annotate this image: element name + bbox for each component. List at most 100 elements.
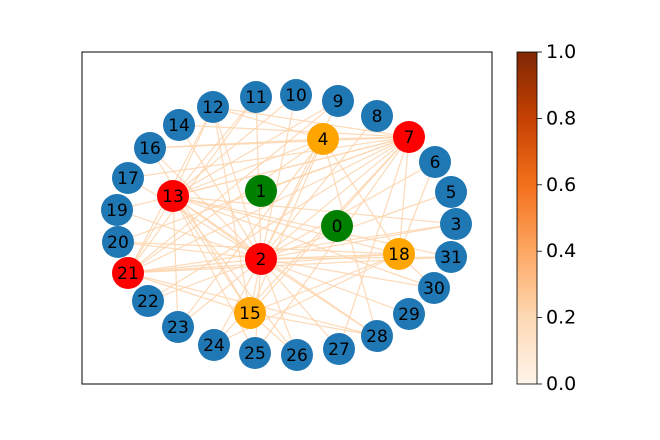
node-3: 3: [440, 208, 472, 240]
node-23: 23: [162, 311, 194, 343]
node-label: 6: [430, 153, 441, 173]
edge-2-30: [260, 258, 435, 289]
node-14: 14: [163, 109, 195, 141]
node-label: 25: [244, 344, 266, 364]
node-circle: [102, 226, 134, 258]
node-label: 24: [203, 336, 225, 356]
colorbar-gradient: [516, 51, 538, 385]
edge-2-27: [260, 258, 340, 350]
node-label: 27: [328, 340, 350, 360]
node-label: 20: [107, 233, 129, 253]
node-2: 2: [245, 243, 277, 275]
node-circle: [197, 91, 229, 123]
node-25: 25: [239, 337, 271, 369]
node-label: 21: [117, 264, 139, 284]
node-circle: [245, 175, 277, 207]
node-28: 28: [361, 320, 393, 352]
edge-13-25: [172, 195, 256, 354]
node-10: 10: [280, 79, 312, 111]
edge-4-16: [149, 138, 324, 149]
node-label: 22: [137, 292, 159, 312]
node-label: 31: [440, 248, 462, 268]
edge-15-28: [249, 312, 378, 337]
node-circle: [393, 298, 425, 330]
node-circle: [440, 208, 472, 240]
edge-2-23: [177, 258, 262, 328]
node-circle: [383, 238, 415, 270]
node-circle: [435, 176, 467, 208]
node-circle: [134, 132, 166, 164]
node-label: 28: [366, 327, 388, 347]
node-label: 15: [239, 304, 261, 324]
node-19: 19: [101, 194, 133, 226]
edge-2-10: [260, 94, 297, 260]
edge-2-28: [260, 258, 378, 337]
edge-2-29: [260, 258, 410, 315]
node-21: 21: [112, 257, 144, 289]
node-circle: [132, 285, 164, 317]
colorbar-tick-label: 1.0: [546, 41, 576, 63]
node-label: 26: [286, 346, 308, 366]
node-label: 23: [167, 318, 189, 338]
node-label: 12: [202, 98, 224, 118]
node-8: 8: [361, 100, 393, 132]
node-circle: [307, 123, 339, 155]
edge-13-4: [172, 138, 324, 197]
node-label: 9: [333, 92, 344, 112]
node-label: 16: [139, 139, 161, 159]
nodes-layer: 0123456789101112131415161718192021222324…: [101, 79, 472, 371]
node-label: 1: [256, 182, 267, 202]
node-label: 2: [256, 250, 267, 270]
node-circle: [361, 100, 393, 132]
node-circle: [418, 272, 450, 304]
node-circle: [281, 339, 313, 371]
node-27: 27: [323, 333, 355, 365]
edge-2-26: [260, 258, 298, 356]
edge-13-26: [172, 195, 298, 356]
edge-21-15: [127, 272, 251, 314]
node-24: 24: [198, 329, 230, 361]
edge-4-15: [249, 138, 324, 314]
node-4: 4: [307, 123, 339, 155]
edge-2-3: [260, 223, 457, 260]
edge-2-16: [149, 147, 262, 260]
node-7: 7: [393, 121, 425, 153]
node-label: 8: [372, 107, 383, 127]
node-circle: [101, 194, 133, 226]
node-circle: [393, 121, 425, 153]
node-label: 13: [162, 187, 184, 207]
node-circle: [234, 297, 266, 329]
edge-13-10: [172, 94, 297, 197]
edge-13-9: [172, 100, 339, 197]
node-13: 13: [157, 180, 189, 212]
node-label: 14: [168, 116, 190, 136]
node-label: 4: [318, 130, 329, 150]
node-6: 6: [419, 146, 451, 178]
node-label: 0: [332, 217, 343, 237]
node-11: 11: [240, 81, 272, 113]
colorbar-tick-label: 0.0: [546, 373, 576, 395]
edge-4-28: [322, 138, 378, 337]
node-label: 18: [388, 245, 410, 265]
colorbar-ticks: 0.00.20.40.60.81.0: [537, 41, 576, 395]
node-label: 11: [245, 88, 267, 108]
edge-13-15: [172, 195, 251, 314]
node-circle: [322, 85, 354, 117]
edge-13-3: [172, 195, 457, 225]
node-circle: [112, 257, 144, 289]
colorbar: 0.00.20.40.60.81.0: [516, 41, 576, 395]
edge-21-3: [127, 223, 457, 274]
edge-18-6: [398, 161, 436, 255]
edge-13-23: [172, 195, 179, 328]
node-circle: [321, 210, 353, 242]
node-circle: [361, 320, 393, 352]
node-label: 5: [446, 183, 457, 203]
node-15: 15: [234, 297, 266, 329]
edge-2-8: [260, 115, 378, 260]
colorbar-tick-label: 0.6: [546, 174, 576, 196]
node-label: 19: [106, 201, 128, 221]
edge-15-12: [212, 106, 251, 314]
node-12: 12: [197, 91, 229, 123]
node-5: 5: [435, 176, 467, 208]
